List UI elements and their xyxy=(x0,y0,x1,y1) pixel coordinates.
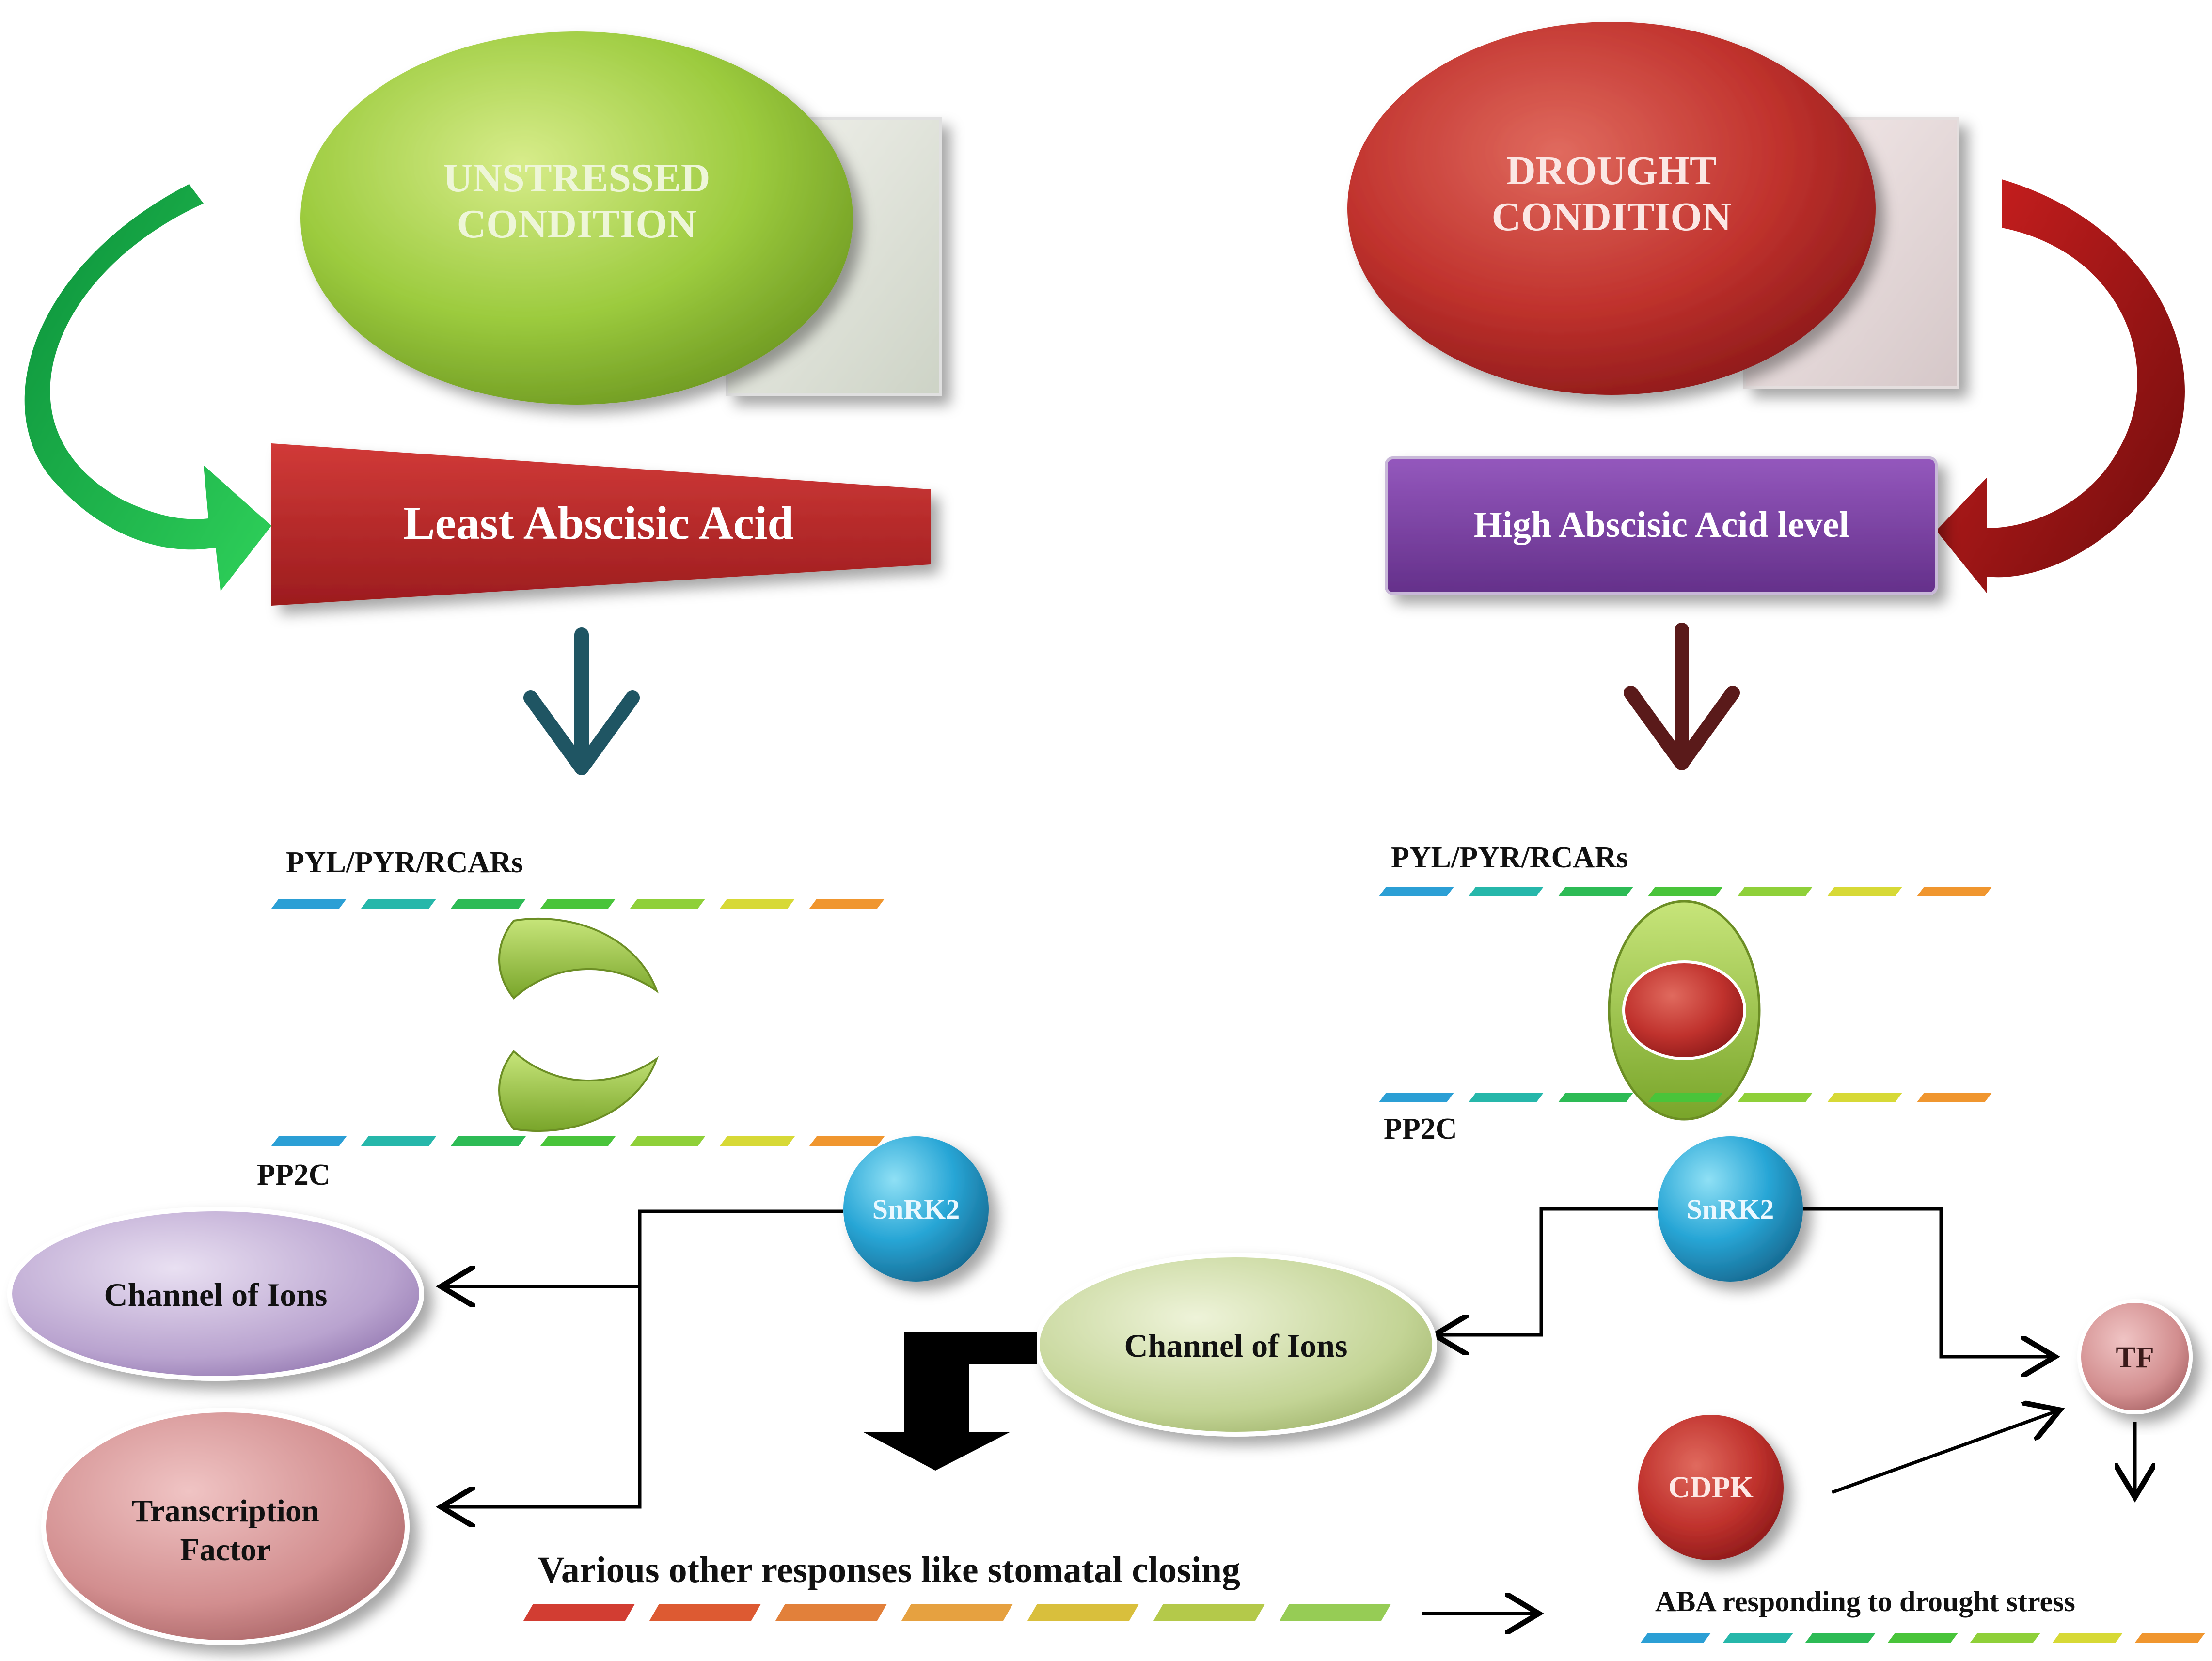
high-aba-label: High Abscisic Acid level xyxy=(1474,504,1849,545)
high-aba-banner: High Abscisic Acid level xyxy=(1385,456,1938,595)
left-receptor-strand xyxy=(271,899,885,909)
right-pp2c-strand xyxy=(1379,1093,1992,1102)
right-ion-channel-node: Channel of Ions xyxy=(1035,1253,1437,1437)
unstressed-condition-node: UNSTRESSED CONDITION xyxy=(300,31,853,405)
various-responses-strand xyxy=(523,1604,1391,1621)
cdpk-node: CDPK xyxy=(1638,1415,1784,1560)
right-connectors xyxy=(1422,1207,2135,1614)
drought-condition-line2: CONDITION xyxy=(1492,194,1732,239)
red-curved-arrow xyxy=(1936,179,2185,594)
left-tf-node: Transcription Factor xyxy=(41,1408,410,1645)
left-tf-label-line1: Transcription xyxy=(131,1493,319,1529)
left-tf-label-line2: Factor xyxy=(180,1532,271,1567)
left-snrk2-label: SnRK2 xyxy=(872,1193,960,1225)
right-ion-channel-label: Channel of Ions xyxy=(1124,1327,1347,1364)
left-receptor-label: PYL/PYR/RCARs xyxy=(286,846,523,879)
green-curved-arrow xyxy=(24,184,272,591)
cdpk-label: CDPK xyxy=(1668,1471,1754,1504)
right-receptor-label: PYL/PYR/RCARs xyxy=(1391,841,1628,874)
maroon-down-arrow xyxy=(1624,623,1740,770)
various-responses-label: Various other responses like stomatal cl… xyxy=(538,1550,1240,1590)
black-elbow-arrow xyxy=(863,1332,1037,1471)
right-pp2c-label: PP2C xyxy=(1384,1113,1457,1145)
right-closed-receptor-lens xyxy=(1608,900,1761,1121)
left-snrk2-node: SnRK2 xyxy=(843,1136,989,1282)
left-open-receptor-lens xyxy=(498,917,659,1132)
right-snrk2-label: SnRK2 xyxy=(1687,1193,1774,1225)
unstressed-condition-line1: UNSTRESSED xyxy=(443,156,711,201)
left-connectors xyxy=(441,1209,843,1507)
least-aba-label: Least Abscisic Acid xyxy=(403,497,794,549)
tf-node: TF xyxy=(2077,1299,2193,1414)
left-pp2c-strand xyxy=(271,1136,885,1146)
response-strand xyxy=(1641,1633,2205,1643)
right-receptor-strand xyxy=(1379,887,1992,896)
left-ion-channel-label: Channel of Ions xyxy=(104,1276,327,1313)
aba-drought-response-label: ABA responding to drought stress xyxy=(1655,1585,2075,1617)
least-aba-banner: Least Abscisic Acid xyxy=(271,443,931,606)
tf-label: TF xyxy=(2116,1341,2154,1374)
unstressed-condition-line2: CONDITION xyxy=(457,202,697,247)
left-pp2c-label: PP2C xyxy=(257,1159,331,1191)
drought-condition-node: DROUGHT CONDITION xyxy=(1347,22,1876,395)
teal-down-arrow xyxy=(523,627,640,775)
drought-condition-line1: DROUGHT xyxy=(1506,148,1717,193)
right-snrk2-node: SnRK2 xyxy=(1658,1136,1803,1282)
left-ion-channel-node: Channel of Ions xyxy=(7,1207,424,1381)
